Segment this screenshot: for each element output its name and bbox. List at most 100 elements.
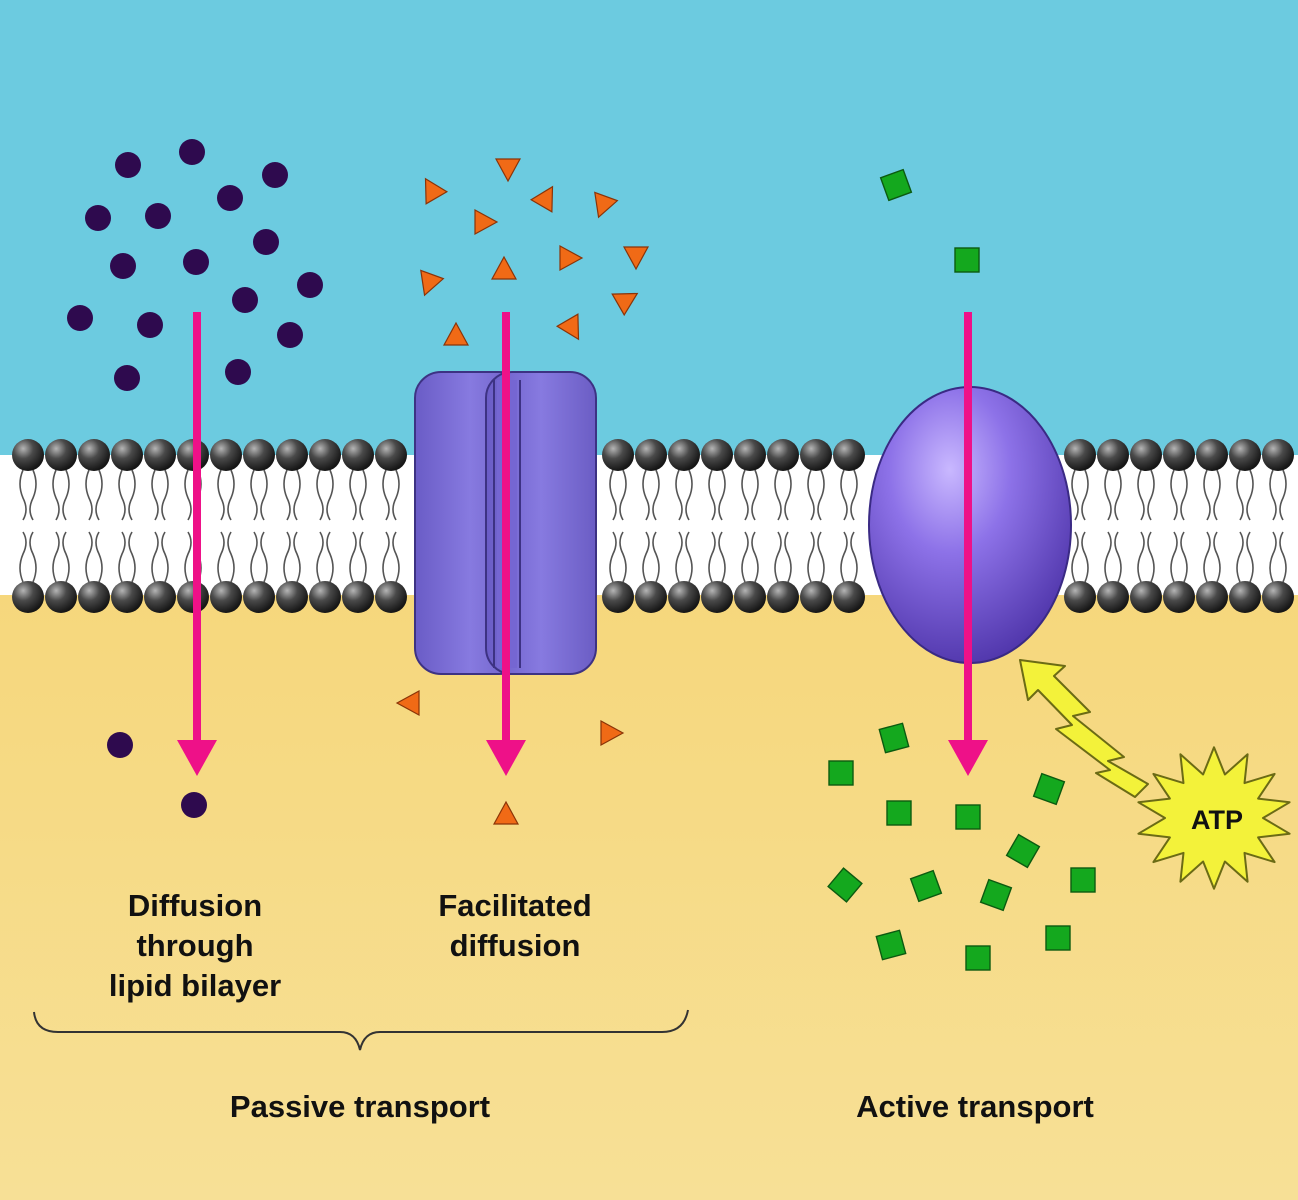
lipid-head — [734, 581, 766, 613]
lipid-tail — [675, 531, 693, 583]
lipid-head — [1196, 439, 1228, 471]
molecule-circle — [232, 287, 258, 313]
molecule-triangle — [611, 292, 639, 317]
lipid-tail — [250, 531, 268, 583]
molecule-circle — [110, 253, 136, 279]
lipid-head — [1262, 439, 1294, 471]
molecule-circle — [277, 322, 303, 348]
lipid-head — [1064, 581, 1096, 613]
lipid-head — [78, 581, 110, 613]
lipid-head — [1229, 581, 1261, 613]
lipid-head — [144, 439, 176, 471]
lipid-tail — [642, 531, 660, 583]
active-transport-label: Active transport — [856, 1089, 1094, 1124]
lipid-tail — [774, 469, 792, 521]
molecule-circle — [262, 162, 288, 188]
molecule-square — [909, 869, 943, 903]
lipid-head — [111, 581, 143, 613]
lipid-tail — [609, 531, 627, 583]
lipid-head — [1163, 581, 1195, 613]
lipid-head — [111, 439, 143, 471]
lipid-head — [1130, 581, 1162, 613]
molecule-triangle — [494, 158, 522, 183]
molecule-circle — [85, 205, 111, 231]
molecule-circle — [67, 305, 93, 331]
lipid-tail — [151, 469, 169, 521]
lipid-tail — [708, 469, 726, 521]
molecule-triangle — [559, 244, 584, 272]
active-arrow — [948, 312, 988, 776]
lipid-tail — [85, 469, 103, 521]
molecule-circle — [297, 272, 323, 298]
lipid-tail — [85, 531, 103, 583]
atp-burst: ATP — [1137, 746, 1291, 890]
facilitated-label-line-2: diffusion — [449, 928, 581, 963]
lipid-tail — [741, 469, 759, 521]
lipid-tail — [1071, 469, 1089, 521]
lipid-tail — [1170, 469, 1188, 521]
lipid-head — [602, 439, 634, 471]
lipid-head — [12, 581, 44, 613]
lipid-tail — [118, 531, 136, 583]
molecule-square — [955, 804, 981, 830]
diffusion-label-line-3: lipid bilayer — [108, 968, 282, 1003]
molecule-circle — [137, 312, 163, 338]
extracellular-space — [0, 0, 1298, 460]
lipid-head — [668, 439, 700, 471]
molecule-square — [1070, 867, 1096, 893]
small-molecules — [67, 139, 323, 818]
lipid-heads — [12, 439, 1294, 613]
lipid-head — [1262, 581, 1294, 613]
lipid-tail — [1170, 531, 1188, 583]
lipid-tails — [19, 469, 1287, 583]
lipid-tail — [1269, 531, 1287, 583]
transport-arrows — [177, 312, 988, 776]
molecule-circle — [179, 139, 205, 165]
lipid-tail — [52, 469, 70, 521]
lipid-head — [210, 581, 242, 613]
lipid-head — [833, 439, 865, 471]
lipid-tail — [19, 531, 37, 583]
lipid-tail — [708, 531, 726, 583]
facilitated-arrow — [486, 312, 526, 776]
lipid-head — [309, 581, 341, 613]
lipid-tail — [382, 469, 400, 521]
bilayer-core — [0, 455, 1298, 595]
lipid-head — [342, 439, 374, 471]
solute-molecules — [827, 168, 1096, 971]
molecule-triangle — [442, 321, 470, 346]
molecule-circle — [217, 185, 243, 211]
lipid-head — [78, 439, 110, 471]
lipid-tail — [1203, 469, 1221, 521]
lipid-head — [342, 581, 374, 613]
molecule-triangle — [490, 255, 518, 280]
molecule-triangle — [474, 208, 499, 236]
lipid-tail — [1236, 531, 1254, 583]
lipid-tail — [1137, 531, 1155, 583]
energy-bolt-icon — [1019, 659, 1149, 798]
lipid-tail — [1137, 469, 1155, 521]
lipid-tail — [1203, 531, 1221, 583]
lipid-tail — [283, 469, 301, 521]
lipid-tail — [1236, 469, 1254, 521]
molecule-square — [879, 168, 913, 202]
lipid-head — [635, 439, 667, 471]
passive-transport-label: Passive transport — [229, 1089, 491, 1124]
lipid-head — [1229, 439, 1261, 471]
lipid-head — [12, 439, 44, 471]
molecule-circle — [225, 359, 251, 385]
lipid-head — [375, 439, 407, 471]
lipid-head — [800, 581, 832, 613]
molecule-circle — [107, 732, 133, 758]
lipid-head — [210, 439, 242, 471]
molecule-square — [886, 800, 912, 826]
lipid-tail — [1104, 469, 1122, 521]
lipid-head — [276, 581, 308, 613]
lipid-tail — [1071, 531, 1089, 583]
lipid-tail — [52, 531, 70, 583]
diffusion-label: Diffusion through lipid bilayer — [60, 886, 330, 1006]
lipid-head — [276, 439, 308, 471]
lipid-head — [1196, 581, 1228, 613]
